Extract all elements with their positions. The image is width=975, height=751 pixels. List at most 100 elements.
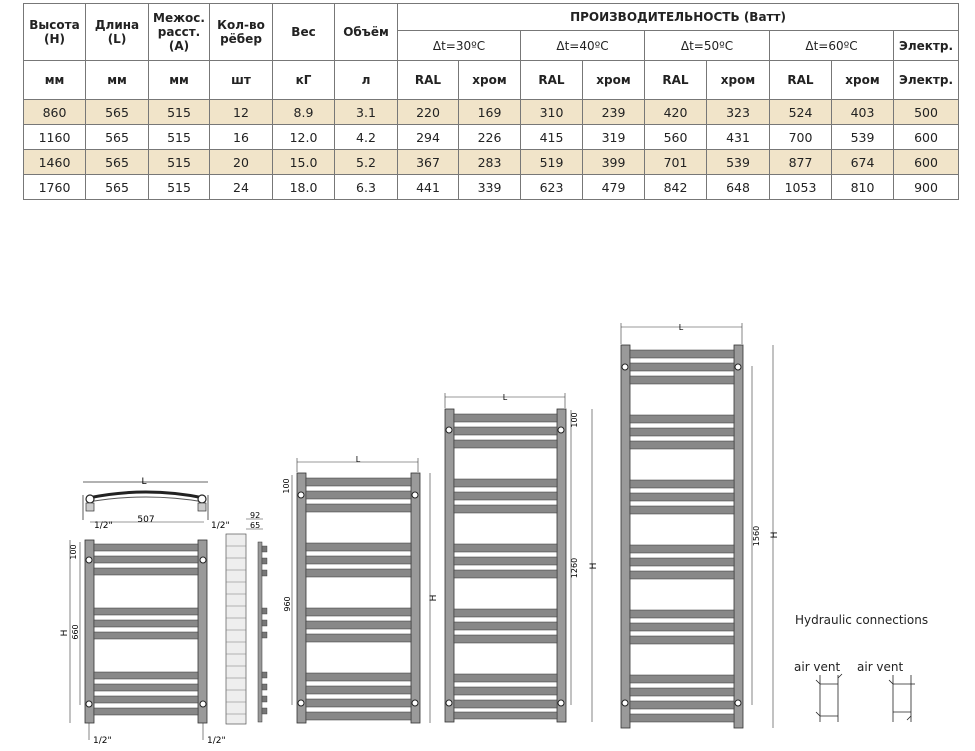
table-cell: 810 [831, 174, 894, 200]
dim-1260: 1260 [570, 558, 579, 578]
hydraulic-diagram-2 [888, 675, 915, 722]
dim-1560: 1560 [752, 526, 761, 546]
top-view-l-label: L [141, 477, 146, 487]
unit-cell: RAL [397, 60, 459, 100]
table-cell: 367 [397, 149, 459, 175]
table-cell: 565 [85, 174, 149, 200]
top-view-drawing: L 507 1/2" 1/2" [82, 477, 230, 531]
table-cell: 674 [831, 149, 894, 175]
unit-cell: хром [706, 60, 770, 100]
table-cell: 648 [706, 174, 770, 200]
h-label: H [429, 595, 439, 602]
table-cell: 415 [520, 124, 583, 150]
dim-92: 92 [250, 511, 260, 520]
table-cell: 294 [397, 124, 459, 150]
table-cell: 539 [706, 149, 770, 175]
table-cell: 900 [892, 174, 960, 200]
dim-100: 100 [69, 544, 78, 559]
unit-cell: Электр. [892, 60, 960, 100]
table-cell: 15.0 [272, 149, 335, 175]
l-label: L [679, 323, 684, 332]
air-vent-label: air vent [794, 660, 841, 674]
table-cell: 1460 [23, 149, 86, 175]
front-view-860: 100 660 H 1/2" 1/2" [60, 539, 226, 746]
table-cell: 600 [892, 124, 960, 150]
front-view-1760: L 1560 H [620, 323, 780, 729]
table-cell: 323 [706, 99, 770, 125]
table-cell: 24 [209, 174, 273, 200]
header-electric: Электр. [892, 30, 960, 61]
table-cell: 403 [831, 99, 894, 125]
table-cell: 226 [458, 124, 521, 150]
table-cell: 515 [148, 174, 210, 200]
table-cell: 220 [397, 99, 459, 125]
table-cell: 860 [23, 99, 86, 125]
table-cell: 1160 [23, 124, 86, 150]
table-cell: 500 [892, 99, 960, 125]
table-cell: 877 [769, 149, 832, 175]
table-cell: 565 [85, 99, 149, 125]
air-vent-label: air vent [857, 660, 904, 674]
table-cell: 169 [458, 99, 521, 125]
front-view-1460: L 100 1260 H [444, 393, 599, 723]
unit-cell: хром [458, 60, 521, 100]
h-label: H [60, 630, 70, 637]
table-cell: 623 [520, 174, 583, 200]
dim-65: 65 [250, 521, 260, 530]
half-inch-label: 1/2" [211, 521, 230, 531]
table-cell: 700 [769, 124, 832, 150]
half-inch-label: 1/2" [93, 736, 112, 746]
header-volume: Объём [334, 3, 398, 61]
side-view-drawing: 92 65 [225, 511, 268, 725]
header-axis-distance: Межос. расст. (A) [148, 3, 210, 61]
h-label: H [770, 532, 780, 539]
unit-cell: хром [831, 60, 894, 100]
table-cell: 701 [644, 149, 707, 175]
header-sections: Кол-во рёбер [209, 3, 273, 61]
half-inch-label: 1/2" [207, 736, 226, 746]
table-cell: 4.2 [334, 124, 398, 150]
hydraulic-connections: Hydraulic connections air vent air vent [794, 613, 928, 722]
table-cell: 5.2 [334, 149, 398, 175]
header-dt30: Δt=30ºC [397, 30, 521, 61]
half-inch-label: 1/2" [94, 521, 113, 531]
header-dt60: Δt=60ºC [769, 30, 894, 61]
front-view-1160: L 100 960 H [282, 455, 439, 724]
table-cell: 479 [582, 174, 645, 200]
table-cell: 6.3 [334, 174, 398, 200]
table-cell: 8.9 [272, 99, 335, 125]
unit-cell: хром [582, 60, 645, 100]
table-cell: 420 [644, 99, 707, 125]
header-performance: ПРОИЗВОДИТЕЛЬНОСТЬ (Ватт) [396, 3, 960, 31]
unit-cell: шт [209, 60, 273, 100]
table-cell: 524 [769, 99, 832, 125]
h-label: H [589, 563, 599, 570]
unit-cell: RAL [520, 60, 583, 100]
table-cell: 1053 [769, 174, 832, 200]
table-cell: 339 [458, 174, 521, 200]
table-cell: 515 [148, 99, 210, 125]
header-length: Длина (L) [85, 3, 149, 61]
l-label: L [356, 455, 361, 464]
table-cell: 431 [706, 124, 770, 150]
table-cell: 399 [582, 149, 645, 175]
dim-100: 100 [282, 478, 291, 493]
l-label: L [503, 393, 508, 402]
top-view-dim-507: 507 [137, 515, 154, 525]
dim-100: 100 [570, 412, 579, 427]
table-cell: 12.0 [272, 124, 335, 150]
table-cell: 539 [831, 124, 894, 150]
header-dt50: Δt=50ºC [644, 30, 770, 61]
table-cell: 12 [209, 99, 273, 125]
table-cell: 565 [85, 124, 149, 150]
table-cell: 441 [397, 174, 459, 200]
table-cell: 842 [644, 174, 707, 200]
header-height: Высота (H) [23, 3, 86, 61]
table-cell: 560 [644, 124, 707, 150]
table-cell: 600 [892, 149, 960, 175]
